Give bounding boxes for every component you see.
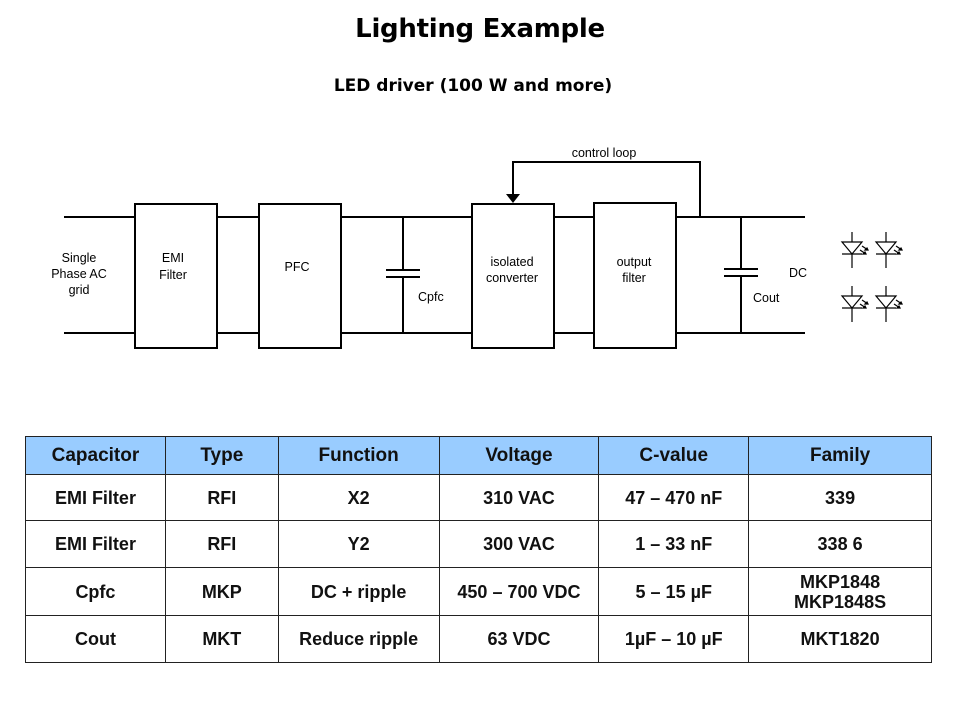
output-filter-block [593, 202, 677, 349]
isolated-converter-label: converter [486, 271, 538, 285]
column-header-voltage: Voltage [438, 436, 600, 475]
cell-family: MKP1848 MKP1848S [748, 567, 932, 616]
pfc-label: PFC [285, 260, 310, 274]
cell-family: 339 [748, 474, 932, 521]
cell-family: 338 6 [748, 520, 932, 568]
cell-capacitor: EMI Filter [25, 474, 166, 521]
cell-c-value: 1µF – 10 µF [598, 615, 750, 663]
capacitor-table: Capacitor Type Function Voltage C-value … [25, 436, 932, 663]
family-line: MKP1848 [800, 571, 881, 592]
cell-type: RFI [164, 520, 279, 568]
cell-capacitor: Cpfc [25, 567, 166, 616]
pfc-block [258, 203, 342, 349]
led-array-icon [840, 232, 903, 322]
column-header-capacitor: Capacitor [25, 436, 166, 475]
cell-c-value: 5 – 15 µF [598, 567, 750, 616]
page-title: Lighting Example [355, 14, 605, 44]
led-icon [840, 232, 869, 268]
cout-label: Cout [753, 291, 780, 305]
output-filter-label: output [617, 255, 652, 269]
control-loop-arrow-icon [506, 194, 520, 203]
isolated-converter-label: isolated [490, 255, 533, 269]
cell-function: Y2 [277, 520, 440, 568]
table-row: Cpfc MKP DC + ripple 450 – 700 VDC 5 – 1… [25, 567, 932, 616]
output-filter-label: filter [622, 271, 646, 285]
cell-type: RFI [164, 474, 279, 521]
cout-capacitor-icon [724, 217, 758, 333]
cell-type: MKP [164, 567, 279, 616]
cell-c-value: 47 – 470 nF [598, 474, 750, 521]
cell-voltage: 310 VAC [438, 474, 600, 521]
dc-output-label: DC [789, 266, 807, 280]
cell-voltage: 63 VDC [438, 615, 600, 663]
input-label-line: Single [62, 251, 97, 265]
table-row: EMI Filter RFI Y2 300 VAC 1 – 33 nF 338 … [25, 520, 932, 568]
led-icon [840, 286, 869, 322]
page-subtitle: LED driver (100 W and more) [333, 76, 613, 96]
column-header-function: Function [277, 436, 440, 475]
cell-c-value: 1 – 33 nF [598, 520, 750, 568]
cell-voltage: 300 VAC [438, 520, 600, 568]
cell-function: X2 [277, 474, 440, 521]
cell-voltage: 450 – 700 VDC [438, 567, 600, 616]
cpfc-label: Cpfc [418, 290, 444, 304]
table-row: EMI Filter RFI X2 310 VAC 47 – 470 nF 33… [25, 474, 932, 521]
table-header-row: Capacitor Type Function Voltage C-value … [25, 436, 932, 475]
emi-filter-label: EMI [162, 251, 184, 265]
cell-function: Reduce ripple [277, 615, 440, 663]
led-icon [874, 232, 903, 268]
cell-function: DC + ripple [277, 567, 440, 616]
isolated-converter-block [471, 203, 555, 349]
input-label: Single Phase AC grid [51, 251, 107, 297]
input-label-line: Phase AC [51, 267, 107, 281]
column-header-family: Family [748, 436, 932, 475]
led-driver-block-diagram: Single Phase AC grid EMI Filter PFC isol… [51, 146, 903, 349]
column-header-c-value: C-value [598, 436, 750, 475]
cell-type: MKT [164, 615, 279, 663]
emi-filter-label: Filter [159, 268, 187, 282]
emi-filter-block [134, 203, 218, 349]
input-label-line: grid [69, 283, 90, 297]
control-loop-label: control loop [572, 146, 637, 160]
cell-capacitor: EMI Filter [25, 520, 166, 568]
cell-family: MKT1820 [748, 615, 932, 663]
control-loop-path [512, 161, 701, 217]
led-icon [874, 286, 903, 322]
cpfc-capacitor-icon [386, 217, 420, 333]
table-row: Cout MKT Reduce ripple 63 VDC 1µF – 10 µ… [25, 615, 932, 663]
family-line: MKP1848S [794, 591, 887, 612]
cell-capacitor: Cout [25, 615, 166, 663]
column-header-type: Type [164, 436, 279, 475]
